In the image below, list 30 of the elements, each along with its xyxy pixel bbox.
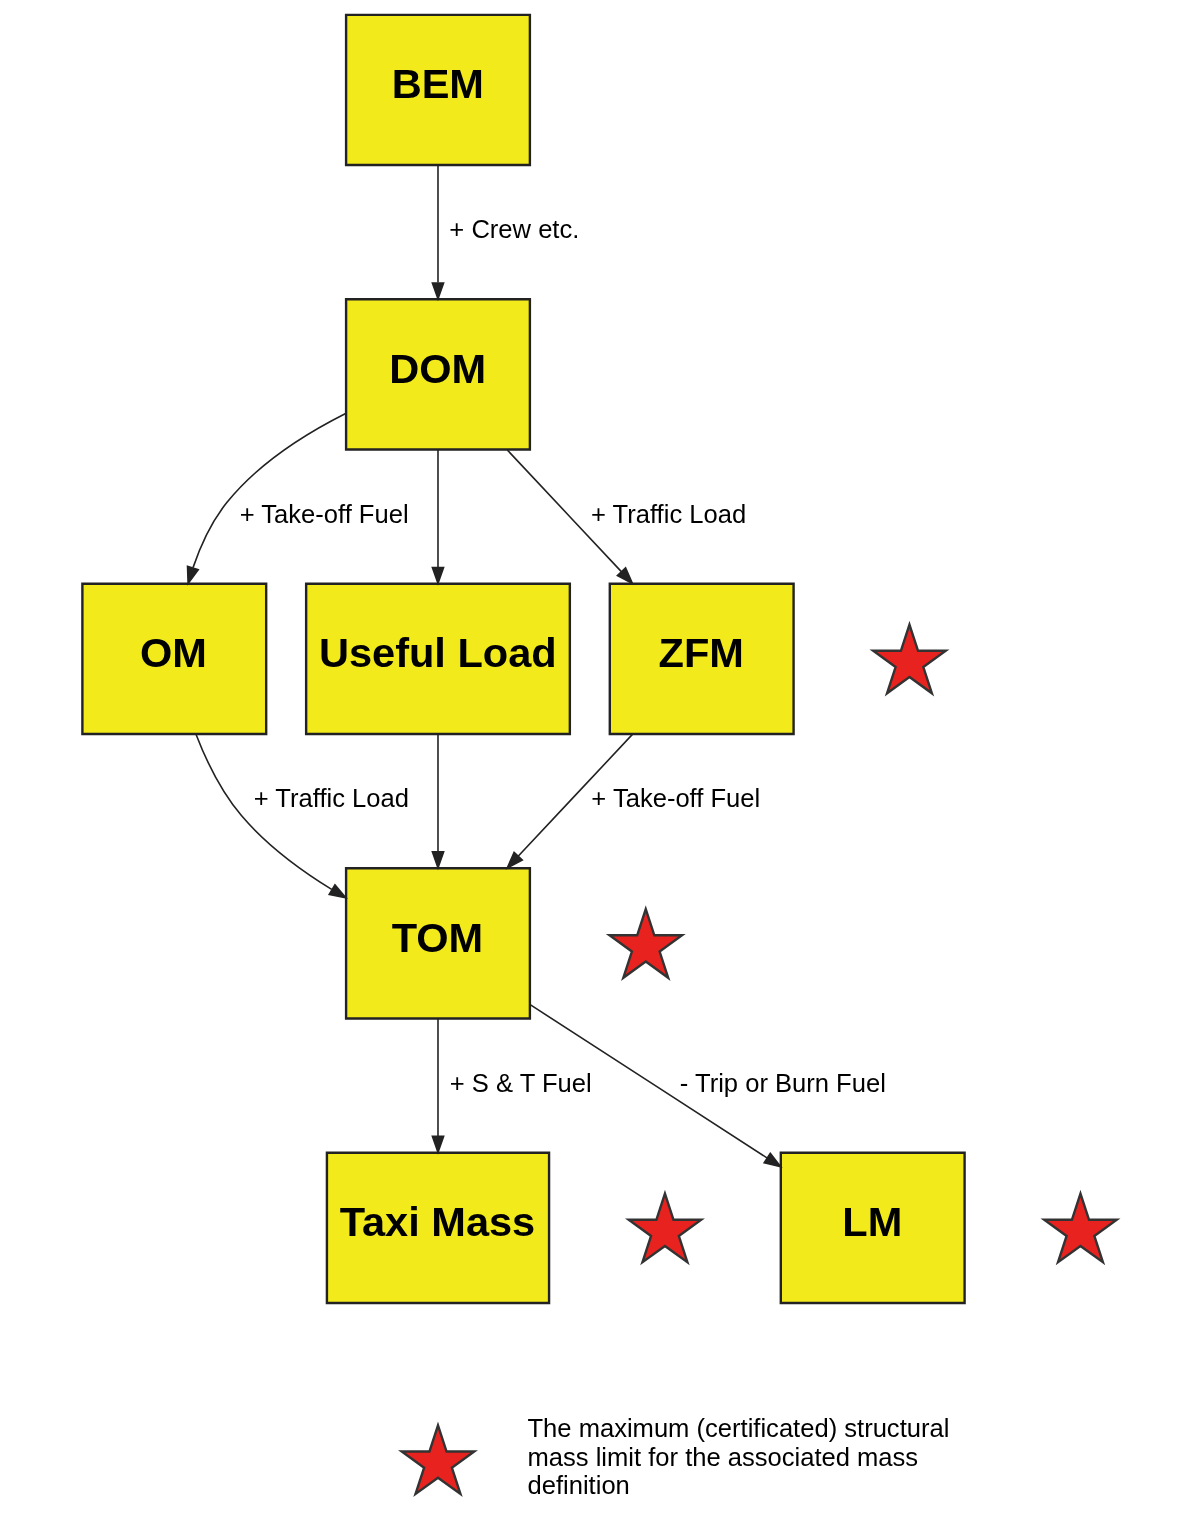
edge-label: + Take-off Fuel (239, 499, 409, 528)
arrow (194, 733, 348, 899)
edge-label: + Take-off Fuel (590, 784, 760, 813)
legend-label: The maximum (certificated) structural mass limit for the associated mass definition (526, 1413, 949, 1500)
node-star (605, 905, 686, 981)
node-star (397, 1421, 478, 1498)
node-star (1039, 1189, 1120, 1266)
node-star (624, 1189, 705, 1266)
node-box: Taxi Mass (325, 1151, 550, 1305)
arrow (430, 1018, 445, 1155)
node-box: TOM (344, 867, 531, 1020)
edge-label: + Traffic Load (253, 784, 409, 813)
edge-label: - Trip or Burn Fuel (679, 1068, 886, 1097)
node-box: OM (80, 582, 267, 736)
node-box: Useful Load (304, 582, 571, 736)
arrow (505, 449, 634, 586)
arrow (430, 164, 445, 302)
arrow (430, 449, 445, 586)
arrow (186, 412, 346, 586)
node-box: LM (779, 1151, 966, 1305)
edge-label: + S & T Fuel (449, 1068, 592, 1097)
arrow (505, 733, 633, 870)
node-star (868, 620, 949, 697)
edge-label: + Traffic Load (590, 499, 746, 528)
edge-label: + Crew etc. (448, 215, 579, 244)
arrow (430, 733, 445, 871)
node-box: BEM (344, 13, 531, 167)
node-box: ZFM (608, 582, 795, 736)
node-box: DOM (344, 298, 531, 451)
arrow (528, 1003, 783, 1169)
